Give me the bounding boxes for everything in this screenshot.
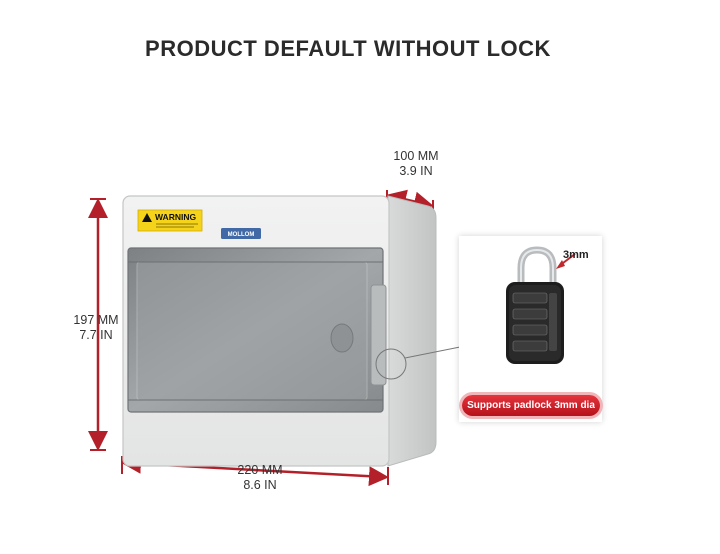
door-latch — [370, 284, 387, 386]
width-imperial: 8.6 IN — [243, 478, 277, 492]
width-dimension: 220 MM 8.6 IN — [222, 463, 298, 493]
height-imperial: 7.7 IN — [79, 328, 113, 342]
height-metric: 197 MM — [73, 313, 119, 327]
padlock-inset — [459, 236, 602, 422]
enclosure-side — [387, 195, 437, 467]
brand-plate — [221, 228, 261, 239]
brand-name: MOLLOM — [227, 232, 255, 238]
shackle-size-label: 3mm — [563, 249, 589, 261]
warning-label — [137, 209, 203, 232]
height-dimension-line — [88, 198, 108, 451]
width-metric: 220 MM — [237, 463, 283, 477]
depth-imperial: 3.9 IN — [399, 164, 433, 178]
page-title: PRODUCT DEFAULT WITHOUT LOCK — [145, 36, 551, 61]
warning-label-text: WARNING — [155, 212, 197, 222]
warning-icon — [142, 213, 152, 222]
height-dimension: 197 MM 7.7 IN — [60, 313, 132, 343]
padlock-support-badge: Supports padlock 3mm dia — [462, 395, 600, 416]
lock-point-highlight — [375, 348, 407, 380]
depth-dimension: 100 MM 3.9 IN — [384, 149, 448, 179]
depth-metric: 100 MM — [393, 149, 439, 163]
padlock-icon — [506, 246, 576, 364]
